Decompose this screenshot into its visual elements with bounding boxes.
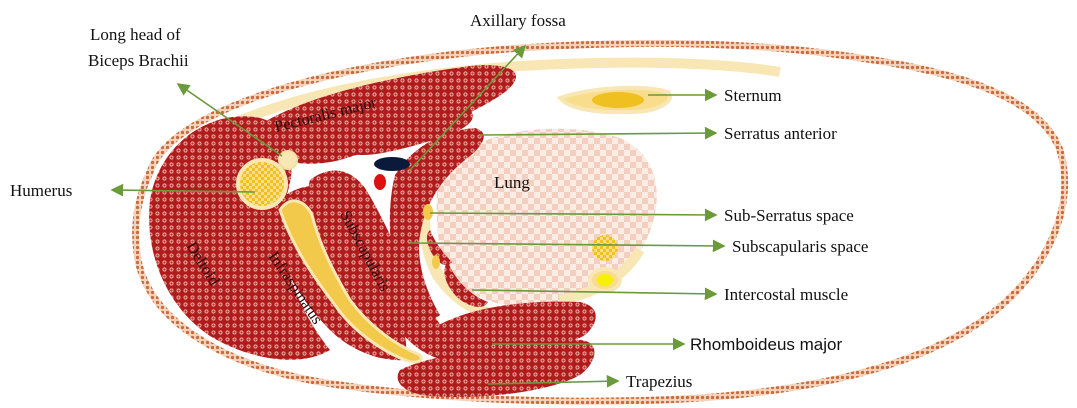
spinal-cord <box>597 274 613 286</box>
sternum-label: Sternum <box>724 86 782 105</box>
axillary-artery <box>374 174 386 190</box>
serratus-anterior-label: Serratus anterior <box>724 124 837 143</box>
sternum-core <box>592 92 644 108</box>
trapezius-label: Trapezius <box>626 372 692 391</box>
long-head-label-line1: Long head of <box>90 25 181 44</box>
axillary-vein <box>374 157 410 171</box>
humerus-bone <box>238 160 286 208</box>
biceps-long-head-tendon <box>279 151 297 169</box>
sub-serratus-space-mark <box>423 204 433 220</box>
humerus-label: Humerus <box>10 181 72 200</box>
subscapularis-space-mark <box>432 255 440 269</box>
vertebra-lamina <box>592 235 618 261</box>
axillary-fossa-label: Axillary fossa <box>470 11 566 30</box>
subscapularis-space-label: Subscapularis space <box>732 237 868 256</box>
long-head-label-line2: Biceps Brachii <box>88 51 189 70</box>
rhomboideus-major-label: Rhomboideus major <box>690 335 842 354</box>
sub-serratus-space-label: Sub-Serratus space <box>724 206 854 225</box>
lung-label: Lung <box>494 173 530 192</box>
intercostal-muscle-label: Intercostal muscle <box>724 285 848 304</box>
